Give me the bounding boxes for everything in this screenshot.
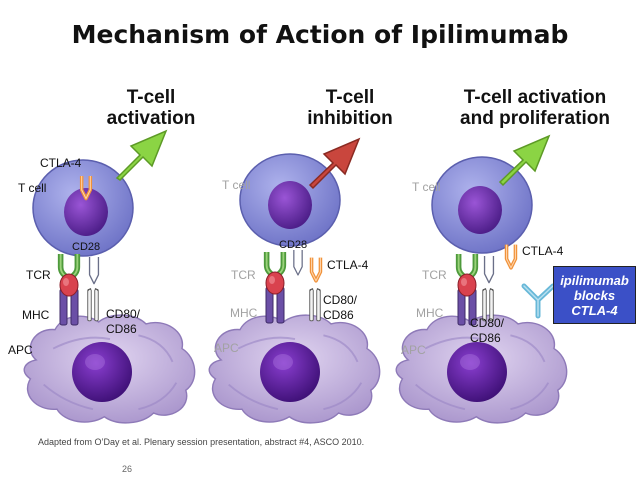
panel-3-ctla4-label: CTLA-4 [522,244,564,258]
panel-2-cd28-label: CD28 [279,239,308,251]
t-cell-nucleus [458,186,502,234]
source-credit: Adapted from O’Day et al. Plenary sessio… [38,437,365,447]
panel-activation [23,129,196,424]
cd28-receptor [90,257,99,284]
panel-1-apc-label: APC [8,343,33,357]
t-cell-nucleus [268,181,312,229]
panel-proliferation [395,134,568,424]
panel-2-apc-label: APC [214,341,239,355]
apc-nucleus [72,342,132,402]
ctla4-receptor [504,244,518,270]
panel-3-heading: T-cell activation and proliferation [460,87,610,129]
antibody-icon [521,283,556,319]
ipilimumab-blocks-box: ipilimumab blocks CTLA-4 [553,266,636,324]
panel-2-tcell-label: T cell [222,178,251,192]
slide-title: Mechanism of Action of Ipilimumab [71,20,569,49]
panel-inhibition [208,137,381,424]
cd28-receptor [485,256,494,283]
cd80-ligand [87,288,99,322]
panel-2-mhc-label: MHC [230,306,258,320]
up-right-arrow-icon [498,134,551,187]
panel-3-tcell-label: T cell [412,180,441,194]
panel-3-apc-label: APC [401,343,426,357]
apc-nucleus [447,342,507,402]
panel-1-tcell-label: T cell [18,181,47,195]
panel-2-cd80-label: CD80/ CD86 [323,293,358,322]
t-cell-nucleus [64,188,108,236]
mhc-molecule [265,271,285,324]
panel-2-heading: T-cell inhibition [307,87,393,129]
panel-3-mhc-label: MHC [416,306,444,320]
panel-1-cd80-label: CD80/ CD86 [106,307,141,336]
apc-nucleus [260,342,320,402]
panel-1-ctla4-label: CTLA-4 [40,156,82,170]
up-right-arrow-icon [115,129,168,181]
cd28-receptor [294,250,302,275]
up-right-arrow-icon [308,137,361,190]
ipilimumab-blocks-text: ipilimumab blocks CTLA-4 [560,272,629,318]
panel-1-cd28-label: CD28 [72,241,101,253]
panel-2-tcr-label: TCR [231,268,256,282]
panel-1-tcr-label: TCR [26,268,51,282]
panel-1-mhc-label: MHC [22,308,50,322]
panel-3-cd80-label: CD80/ CD86 [470,316,505,345]
panel-1-heading: T-cell activation [106,87,196,129]
page-number: 26 [122,464,133,474]
panel-3-tcr-label: TCR [422,268,447,282]
panel-2-ctla4-label: CTLA-4 [327,258,369,272]
ctla4-receptor [309,256,323,283]
